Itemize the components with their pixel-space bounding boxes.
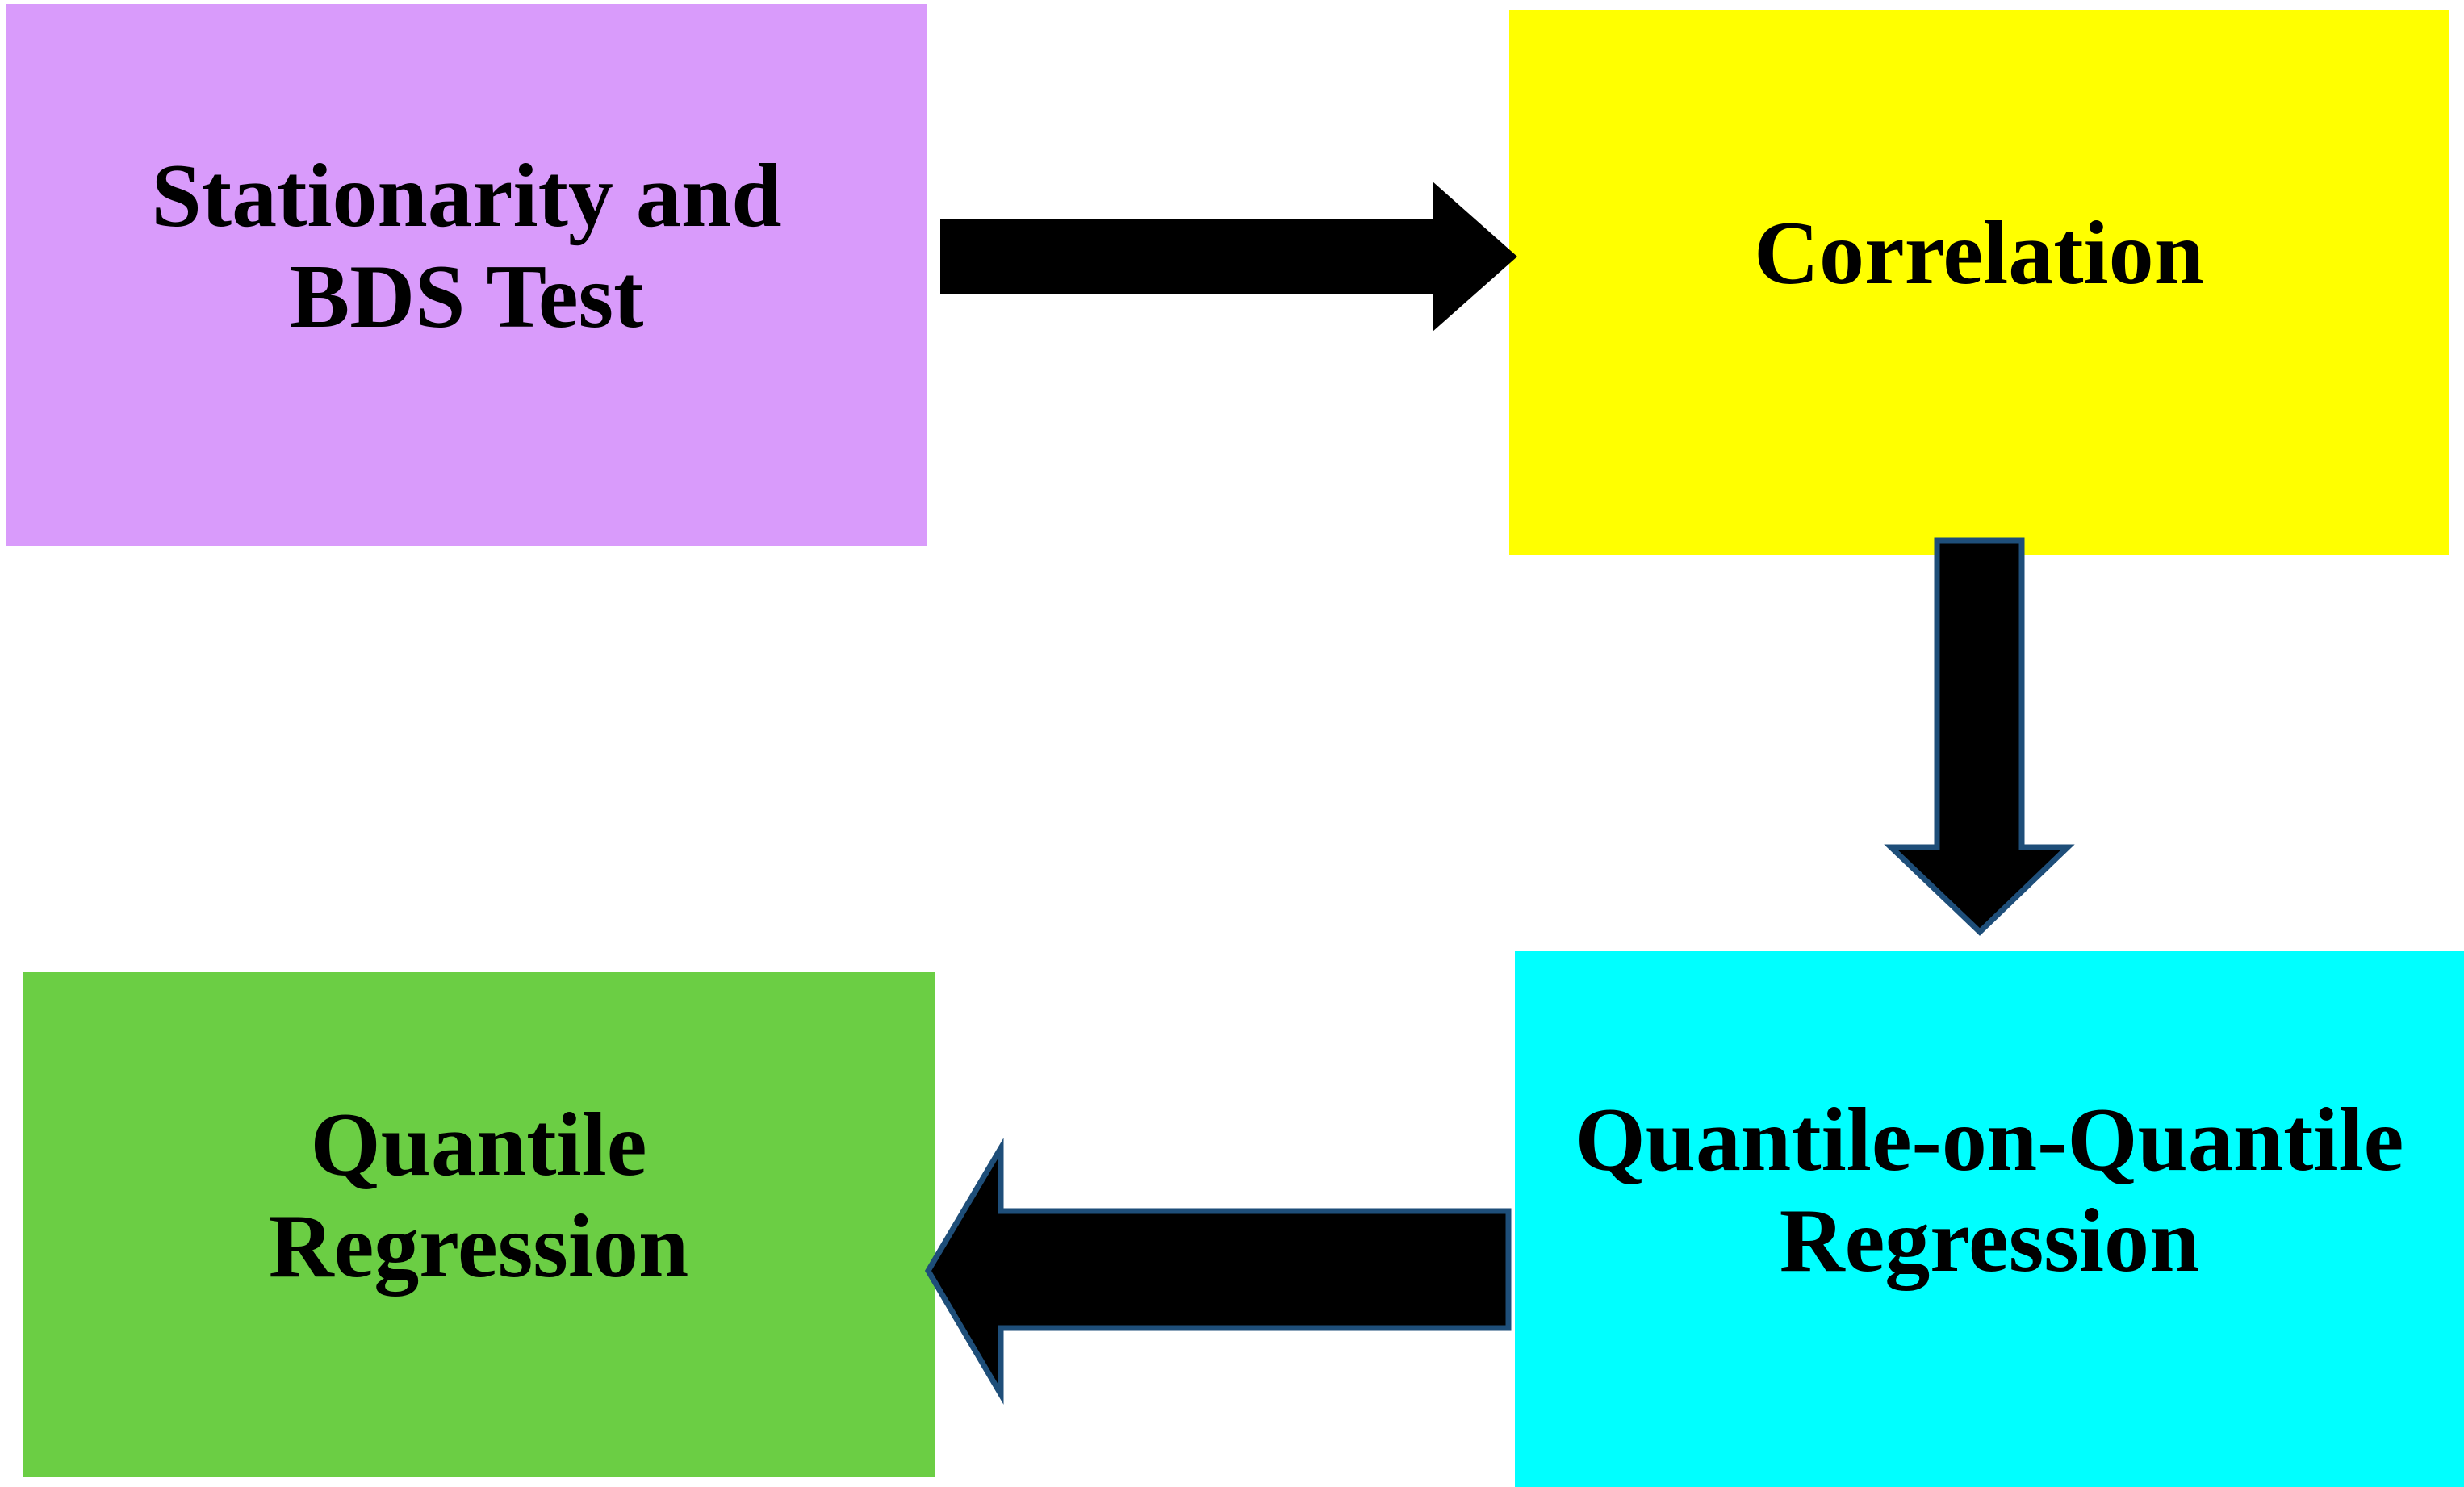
box-label-line: Quantile-on-Quantile [1575, 1089, 2404, 1190]
box-label-line: BDS Test [289, 247, 644, 347]
box-label-line: Regression [268, 1196, 689, 1297]
box-label-line: Correlation [1754, 203, 2204, 304]
left-arrow-icon [924, 1138, 1512, 1405]
box-quantile-on-quantile-regression: Quantile-on-Quantile Regression [1515, 951, 2464, 1487]
box-correlation: Correlation [1509, 10, 2449, 555]
box-quantile-regression: Quantile Regression [23, 972, 935, 1477]
box-label-line: Quantile [310, 1095, 647, 1196]
box-stationarity-bds-test: Stationarity and BDS Test [6, 4, 927, 546]
down-arrow-shape [1884, 537, 2075, 936]
box-label-line: Regression [1779, 1191, 2200, 1291]
left-arrow-shape [924, 1138, 1512, 1405]
down-arrow-icon [1884, 537, 2075, 936]
right-arrow-icon [940, 182, 1517, 332]
right-arrow-shape [940, 182, 1517, 332]
box-label-line: Stationarity and [151, 145, 782, 246]
